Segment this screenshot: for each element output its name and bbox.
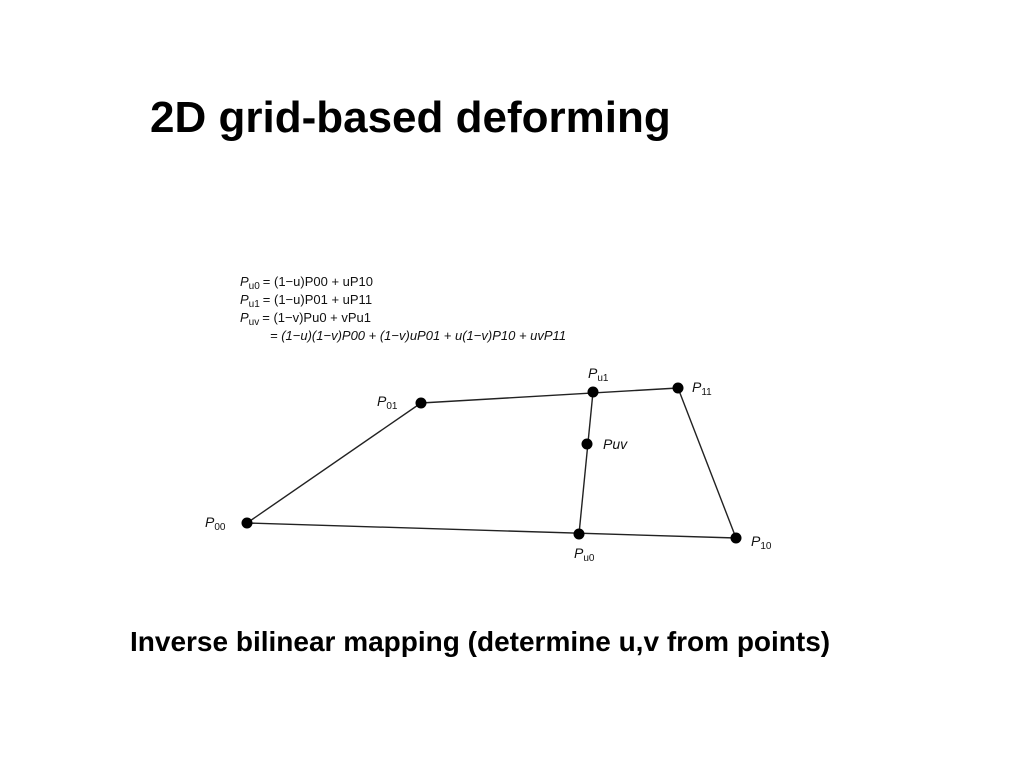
point-puv bbox=[581, 438, 593, 450]
equation-line-2: Pu1= (1−u)P01 + uP11 bbox=[240, 292, 372, 310]
point-p11 bbox=[672, 382, 684, 394]
label-pu0: Pu0 bbox=[574, 545, 595, 564]
quad-points bbox=[241, 382, 742, 544]
label-puv: Puv bbox=[603, 436, 628, 452]
label-p10: P10 bbox=[751, 533, 772, 552]
edge-pu0-pu1 bbox=[578, 391, 594, 535]
equation-line-3: Puv= (1−v)Pu0 + vPu1 bbox=[240, 310, 371, 328]
label-p11: P11 bbox=[692, 379, 712, 398]
slide-caption: Inverse bilinear mapping (determine u,v … bbox=[130, 626, 831, 657]
point-p00 bbox=[241, 517, 253, 529]
slide-title: 2D grid-based deforming bbox=[150, 93, 671, 142]
point-pu1 bbox=[587, 386, 599, 398]
edge-p01-p11 bbox=[420, 387, 679, 404]
point-labels: P00 P01 P11 P10 Pu1 Pu0 Puv bbox=[205, 365, 772, 564]
quad-edges bbox=[246, 387, 737, 539]
label-pu1: Pu1 bbox=[588, 365, 609, 384]
edge-p00-p01 bbox=[246, 402, 422, 524]
equation-line-4: = (1−u)(1−v)P00 + (1−v)uP01 + u(1−v)P10 … bbox=[270, 328, 566, 343]
label-p01: P01 bbox=[377, 393, 398, 412]
label-p00: P00 bbox=[205, 514, 226, 533]
edge-p11-p10 bbox=[677, 387, 737, 539]
equation-block: Pu0= (1−u)P00 + uP10 Pu1= (1−u)P01 + uP1… bbox=[240, 274, 566, 343]
edge-p00-p10 bbox=[246, 522, 737, 539]
point-pu0 bbox=[573, 528, 585, 540]
point-p01 bbox=[415, 397, 427, 409]
equation-line-1: Pu0= (1−u)P00 + uP10 bbox=[240, 274, 373, 292]
point-p10 bbox=[730, 532, 742, 544]
